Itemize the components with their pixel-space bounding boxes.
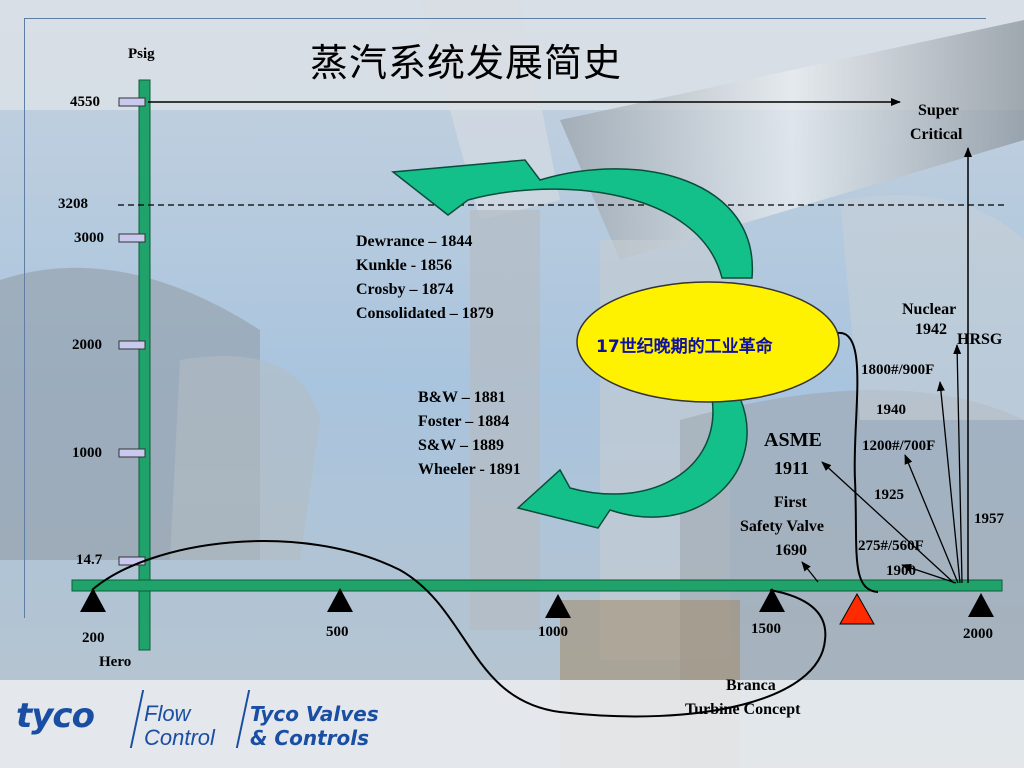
tick-label-1000: 1000: [72, 445, 102, 461]
industrial-revolution-label: 17世纪晚期的工业革命: [596, 337, 773, 357]
tick-2000: [118, 340, 146, 350]
logo-divider-2: [235, 690, 251, 748]
lower-curved-arrow: [516, 397, 748, 529]
marker-200: [80, 588, 106, 612]
marker-1500: [759, 588, 785, 612]
valve-makers-list: Dewrance – 1844 Kunkle - 1856 Crosby – 1…: [356, 230, 494, 326]
tick-4550: [118, 97, 146, 107]
tick-label-4550: 4550: [70, 94, 100, 110]
timeline-label-500: 500: [326, 624, 349, 640]
tick-label-3208: 3208: [58, 196, 88, 212]
marker-500: [327, 588, 353, 612]
label-safety-year: 1690: [775, 542, 807, 559]
label-first: First: [774, 494, 807, 511]
arrow-to-hrsg: [953, 344, 963, 584]
history-arrows: [801, 344, 963, 584]
timeline-label-200: 200: [82, 630, 105, 646]
arrow-to-1200: [904, 454, 959, 584]
arrow-to-275: [901, 564, 957, 584]
logo-division: Flow Control: [144, 701, 215, 750]
branca-curve: [91, 540, 827, 718]
list-item: Wheeler - 1891: [418, 461, 521, 478]
list-item: Kunkle - 1856: [356, 257, 453, 274]
axis-unit-label: Psig: [128, 46, 155, 62]
arrow-to-1800: [936, 381, 961, 584]
upper-curved-arrow: [391, 159, 753, 279]
label-1900: 1900: [886, 563, 916, 579]
tick-label-2000: 2000: [72, 337, 102, 353]
list-item: Dewrance – 1844: [356, 233, 473, 250]
tick-label-14-7: 14.7: [76, 552, 103, 568]
tick-3000: [118, 233, 146, 243]
tick-1000: [118, 448, 146, 458]
label-1200-700f: 1200#/700F: [862, 438, 936, 454]
label-safety-valve: Safety Valve: [740, 518, 824, 535]
page-title: 蒸汽系统发展简史: [310, 41, 623, 85]
logo-company: Tyco Valves & Controls: [250, 702, 379, 750]
industrial-revolution-ellipse: [576, 281, 840, 403]
label-1957: 1957: [974, 511, 1004, 527]
tick-14-7: [118, 556, 146, 566]
label-branca: Branca: [726, 677, 776, 694]
tick-label-3000: 3000: [74, 230, 104, 246]
list-item: Consolidated – 1879: [356, 305, 494, 322]
timeline-label-2000: 2000: [963, 626, 993, 642]
label-hrsg: HRSG: [957, 331, 1003, 348]
marker-2000: [968, 593, 994, 617]
label-critical: Critical: [910, 126, 963, 143]
list-item: B&W – 1881: [418, 389, 506, 406]
marker-1000: [545, 594, 571, 618]
pressure-axis-bar: [138, 79, 151, 651]
list-item: Foster – 1884: [418, 413, 510, 430]
tyco-brand-mark: tyco: [16, 696, 95, 736]
timeline-label-hero: Hero: [99, 654, 132, 670]
arrow-to-asme: [821, 461, 955, 584]
company-logo: tyco Flow Control Tyco Valves & Controls: [16, 690, 436, 754]
list-item: Crosby – 1874: [356, 281, 454, 298]
label-1925: 1925: [874, 487, 904, 503]
list-item: S&W – 1889: [418, 437, 504, 454]
timeline-label-1000: 1000: [538, 624, 568, 640]
label-asme: ASME: [764, 429, 822, 451]
label-super: Super: [918, 102, 959, 119]
label-nuclear-year: 1942: [915, 321, 947, 338]
pressure-ticks: [118, 97, 146, 566]
logo-divider: [129, 690, 145, 748]
industrial-revolution-curve: [837, 331, 879, 593]
timeline-markers: [80, 588, 994, 618]
label-turbine-concept: Turbine Concept: [685, 701, 801, 718]
arrow-to-safety-valve: [801, 561, 819, 583]
label-275-560f: 275#/560F: [858, 538, 924, 554]
label-1800-900f: 1800#/900F: [861, 362, 935, 378]
timeline-bar: [71, 579, 1003, 592]
label-asme-year: 1911: [774, 458, 810, 478]
marker-current-red: [839, 592, 875, 625]
label-1940: 1940: [876, 402, 906, 418]
boiler-makers-list: B&W – 1881 Foster – 1884 S&W – 1889 Whee…: [418, 386, 521, 482]
label-nuclear: Nuclear: [902, 301, 957, 318]
timeline-label-1500: 1500: [751, 621, 781, 637]
